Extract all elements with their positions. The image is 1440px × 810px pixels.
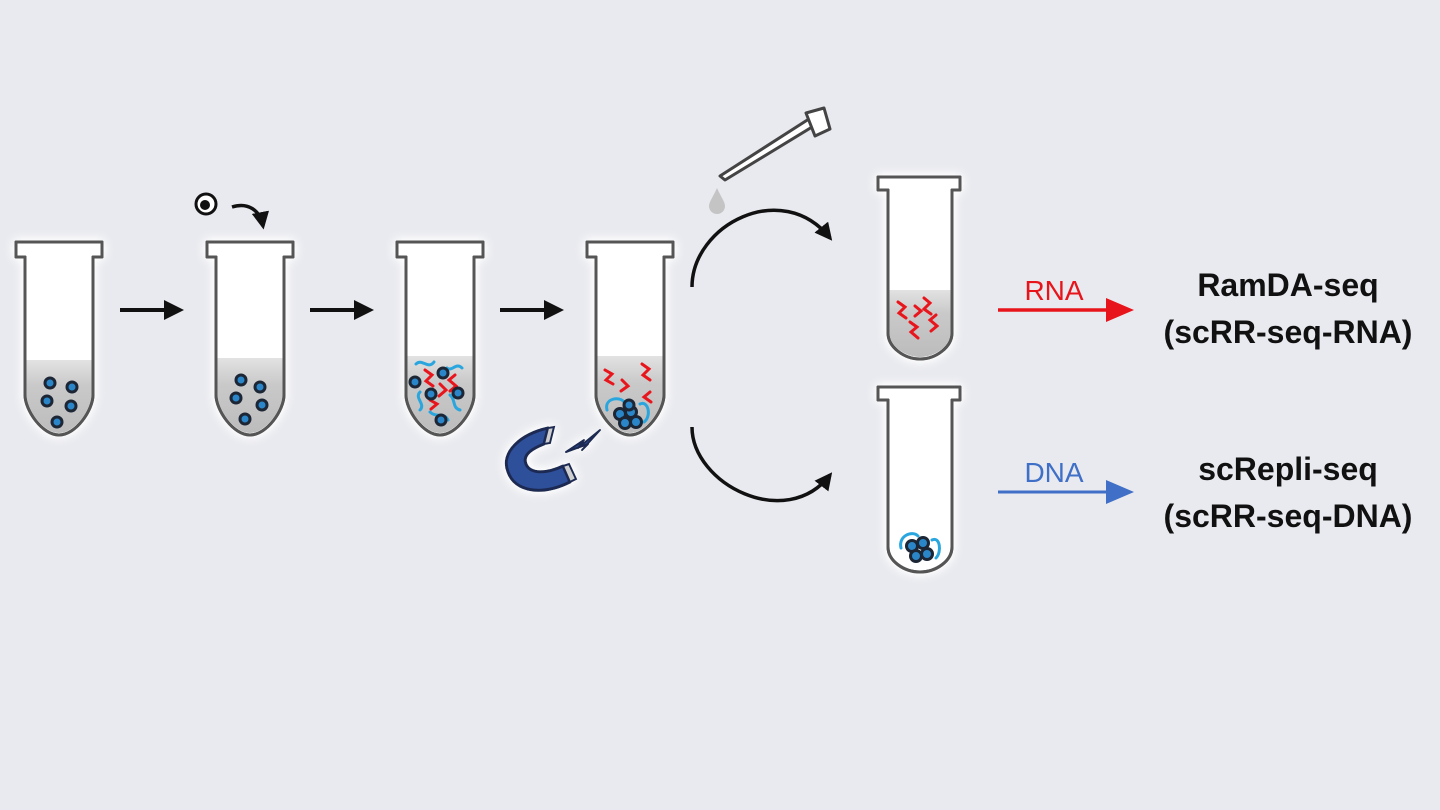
dna-method-label: scRepli-seq <box>1198 451 1378 487</box>
cell-add-arrow <box>231 203 270 230</box>
beads <box>229 373 269 426</box>
rna-method-label: RamDA-seq <box>1197 267 1378 303</box>
split-arrow-rna <box>690 208 833 288</box>
pipette-icon <box>718 106 832 182</box>
dna-arrow-label: DNA <box>1024 457 1083 488</box>
rna-strands <box>603 362 653 404</box>
rna-strands <box>896 296 940 340</box>
output-dna: DNA scRepli-seq (scRR-seq-DNA) <box>998 451 1412 534</box>
bead-cluster <box>899 532 941 563</box>
rna-method-sublabel: (scRR-seq-RNA) <box>1164 314 1413 350</box>
cell-icon <box>194 192 218 216</box>
output-rna: RNA RamDA-seq (scRR-seq-RNA) <box>998 267 1412 350</box>
split-arrow-dna <box>690 426 833 503</box>
tube-4 <box>585 240 675 437</box>
magnet-icon <box>504 425 601 492</box>
tube-1 <box>14 240 104 437</box>
rna-arrow-label: RNA <box>1024 275 1083 306</box>
beads <box>408 366 465 427</box>
tube-2 <box>205 240 295 437</box>
dna-method-sublabel: (scRR-seq-DNA) <box>1164 498 1413 534</box>
rna-arrow-head <box>1106 298 1134 322</box>
tube-rna <box>876 175 962 361</box>
dna-arrow-head <box>1106 480 1134 504</box>
drop-icon <box>709 188 725 214</box>
bead-cluster <box>605 397 650 430</box>
beads <box>40 376 79 429</box>
rna-strands <box>423 368 459 411</box>
tube-dna <box>876 385 962 574</box>
tube-3 <box>395 240 485 437</box>
